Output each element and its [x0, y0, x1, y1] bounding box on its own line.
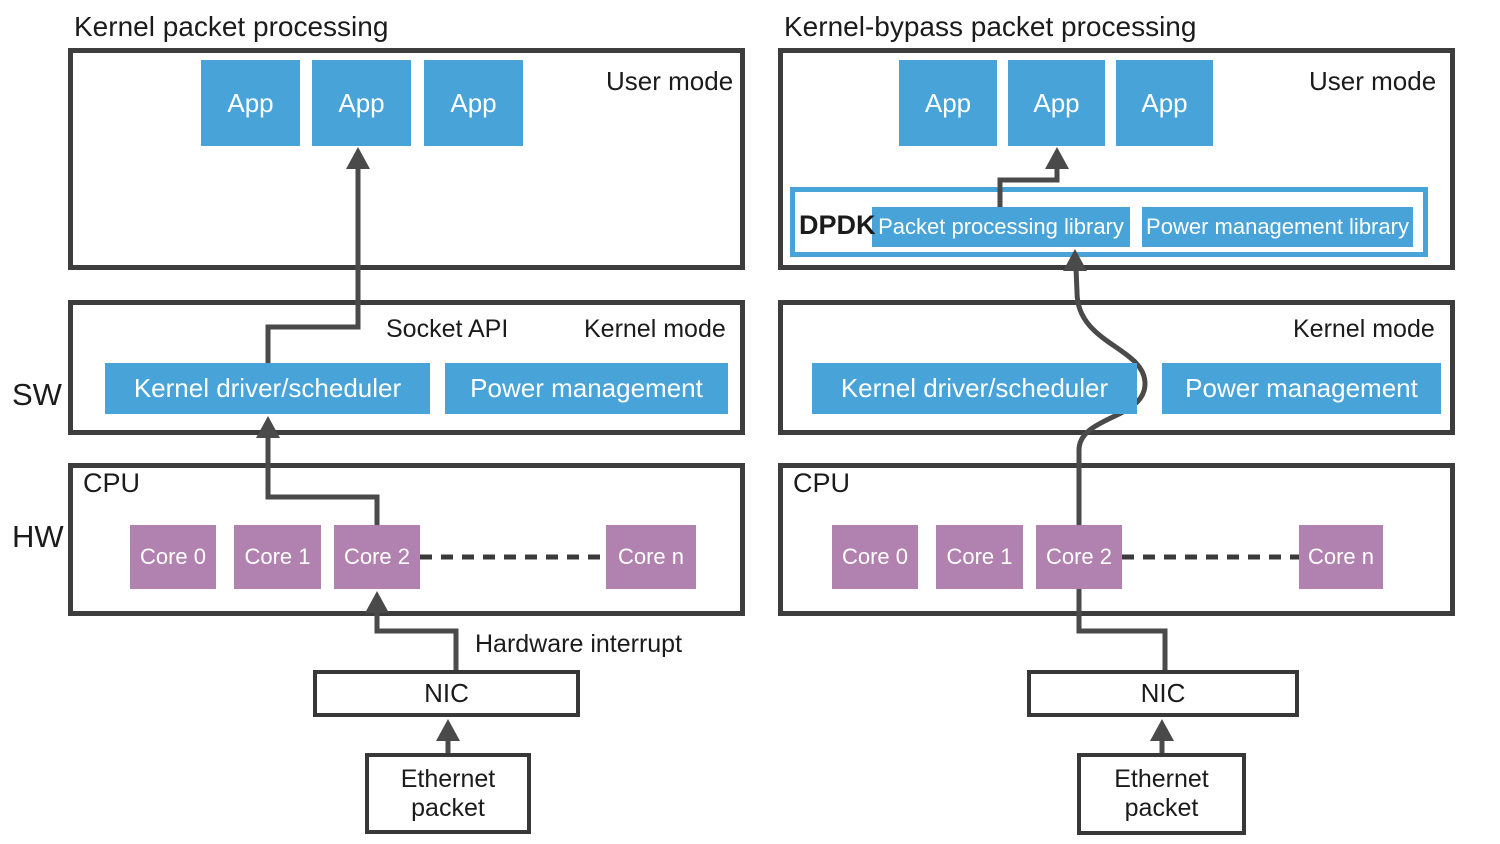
- right-diagram-title: Kernel-bypass packet processing: [784, 11, 1197, 42]
- left-core-2: Core 2: [334, 525, 420, 589]
- dpdk-label: DPDK: [799, 210, 876, 240]
- right-core-0: Core 0: [832, 525, 918, 589]
- left-ethernet-line1: Ethernet: [400, 764, 496, 793]
- right-ethernet-line1: Ethernet: [1114, 765, 1209, 793]
- dpdk-packet-processing-library-box: Packet processing library: [872, 207, 1130, 247]
- right-nic-arrowhead: [1150, 719, 1174, 741]
- left-ethernet-packet-box: Ethernet packet: [365, 753, 531, 834]
- right-packet-lib-arrowhead: [1063, 249, 1087, 271]
- left-nic-box: NIC: [313, 670, 580, 717]
- left-nic-arrowhead: [436, 719, 460, 741]
- left-nic-to-core-line: [374, 610, 459, 670]
- left-core-n: Core n: [606, 525, 696, 589]
- left-core-to-driver-line: [265, 435, 380, 525]
- left-user-mode-label: User mode: [606, 66, 734, 96]
- right-ethernet-line2: packet: [1124, 794, 1199, 822]
- right-power-mgmt-box: Power management: [1162, 363, 1441, 414]
- dpdk-power-management-library-box: Power management library: [1142, 207, 1413, 247]
- hw-rail-label: HW: [12, 519, 64, 554]
- right-ethernet-packet-text: Ethernet packet: [1114, 765, 1209, 823]
- left-kernel-mode-label: Kernel mode: [584, 315, 726, 343]
- right-cpu-label: CPU: [793, 468, 851, 498]
- left-kernel-driver-box: Kernel driver/scheduler: [105, 363, 430, 414]
- right-app-3: App: [1116, 60, 1213, 146]
- right-core-2: Core 2: [1036, 525, 1122, 589]
- left-socket-api-label: Socket API: [386, 315, 509, 343]
- right-app-1: App: [899, 60, 997, 146]
- right-kernel-driver-box: Kernel driver/scheduler: [812, 363, 1137, 414]
- right-app-2: App: [1008, 60, 1105, 146]
- left-core-0: Core 0: [130, 525, 216, 589]
- left-app-3: App: [424, 60, 523, 146]
- right-app-arrowhead: [1045, 147, 1069, 169]
- left-driver-to-app-line: [265, 166, 361, 363]
- right-bypass-curve-line: [1073, 267, 1168, 670]
- right-lib-to-app-line: [997, 166, 1060, 207]
- left-diagram-title: Kernel packet processing: [74, 11, 389, 42]
- right-core-1: Core 1: [936, 525, 1023, 589]
- left-ethernet-packet-text: Ethernet packet: [401, 765, 496, 823]
- left-hardware-interrupt-label: Hardware interrupt: [475, 630, 683, 658]
- sw-rail-label: SW: [12, 377, 62, 412]
- right-nic-box: NIC: [1027, 670, 1299, 717]
- left-core-1: Core 1: [234, 525, 321, 589]
- left-app-1: App: [201, 60, 300, 146]
- left-core-arrowhead: [365, 591, 389, 613]
- left-driver-arrowhead: [256, 416, 280, 438]
- left-ethernet-line2: packet: [411, 793, 485, 822]
- left-cpu-label: CPU: [83, 468, 141, 498]
- right-kernel-mode-label: Kernel mode: [1293, 315, 1435, 343]
- left-app-arrowhead: [346, 147, 370, 169]
- right-core-n: Core n: [1299, 525, 1383, 589]
- right-ethernet-packet-box: Ethernet packet: [1077, 753, 1246, 835]
- right-user-mode-label: User mode: [1309, 66, 1437, 96]
- left-power-mgmt-box: Power management: [445, 363, 728, 414]
- left-app-2: App: [312, 60, 411, 146]
